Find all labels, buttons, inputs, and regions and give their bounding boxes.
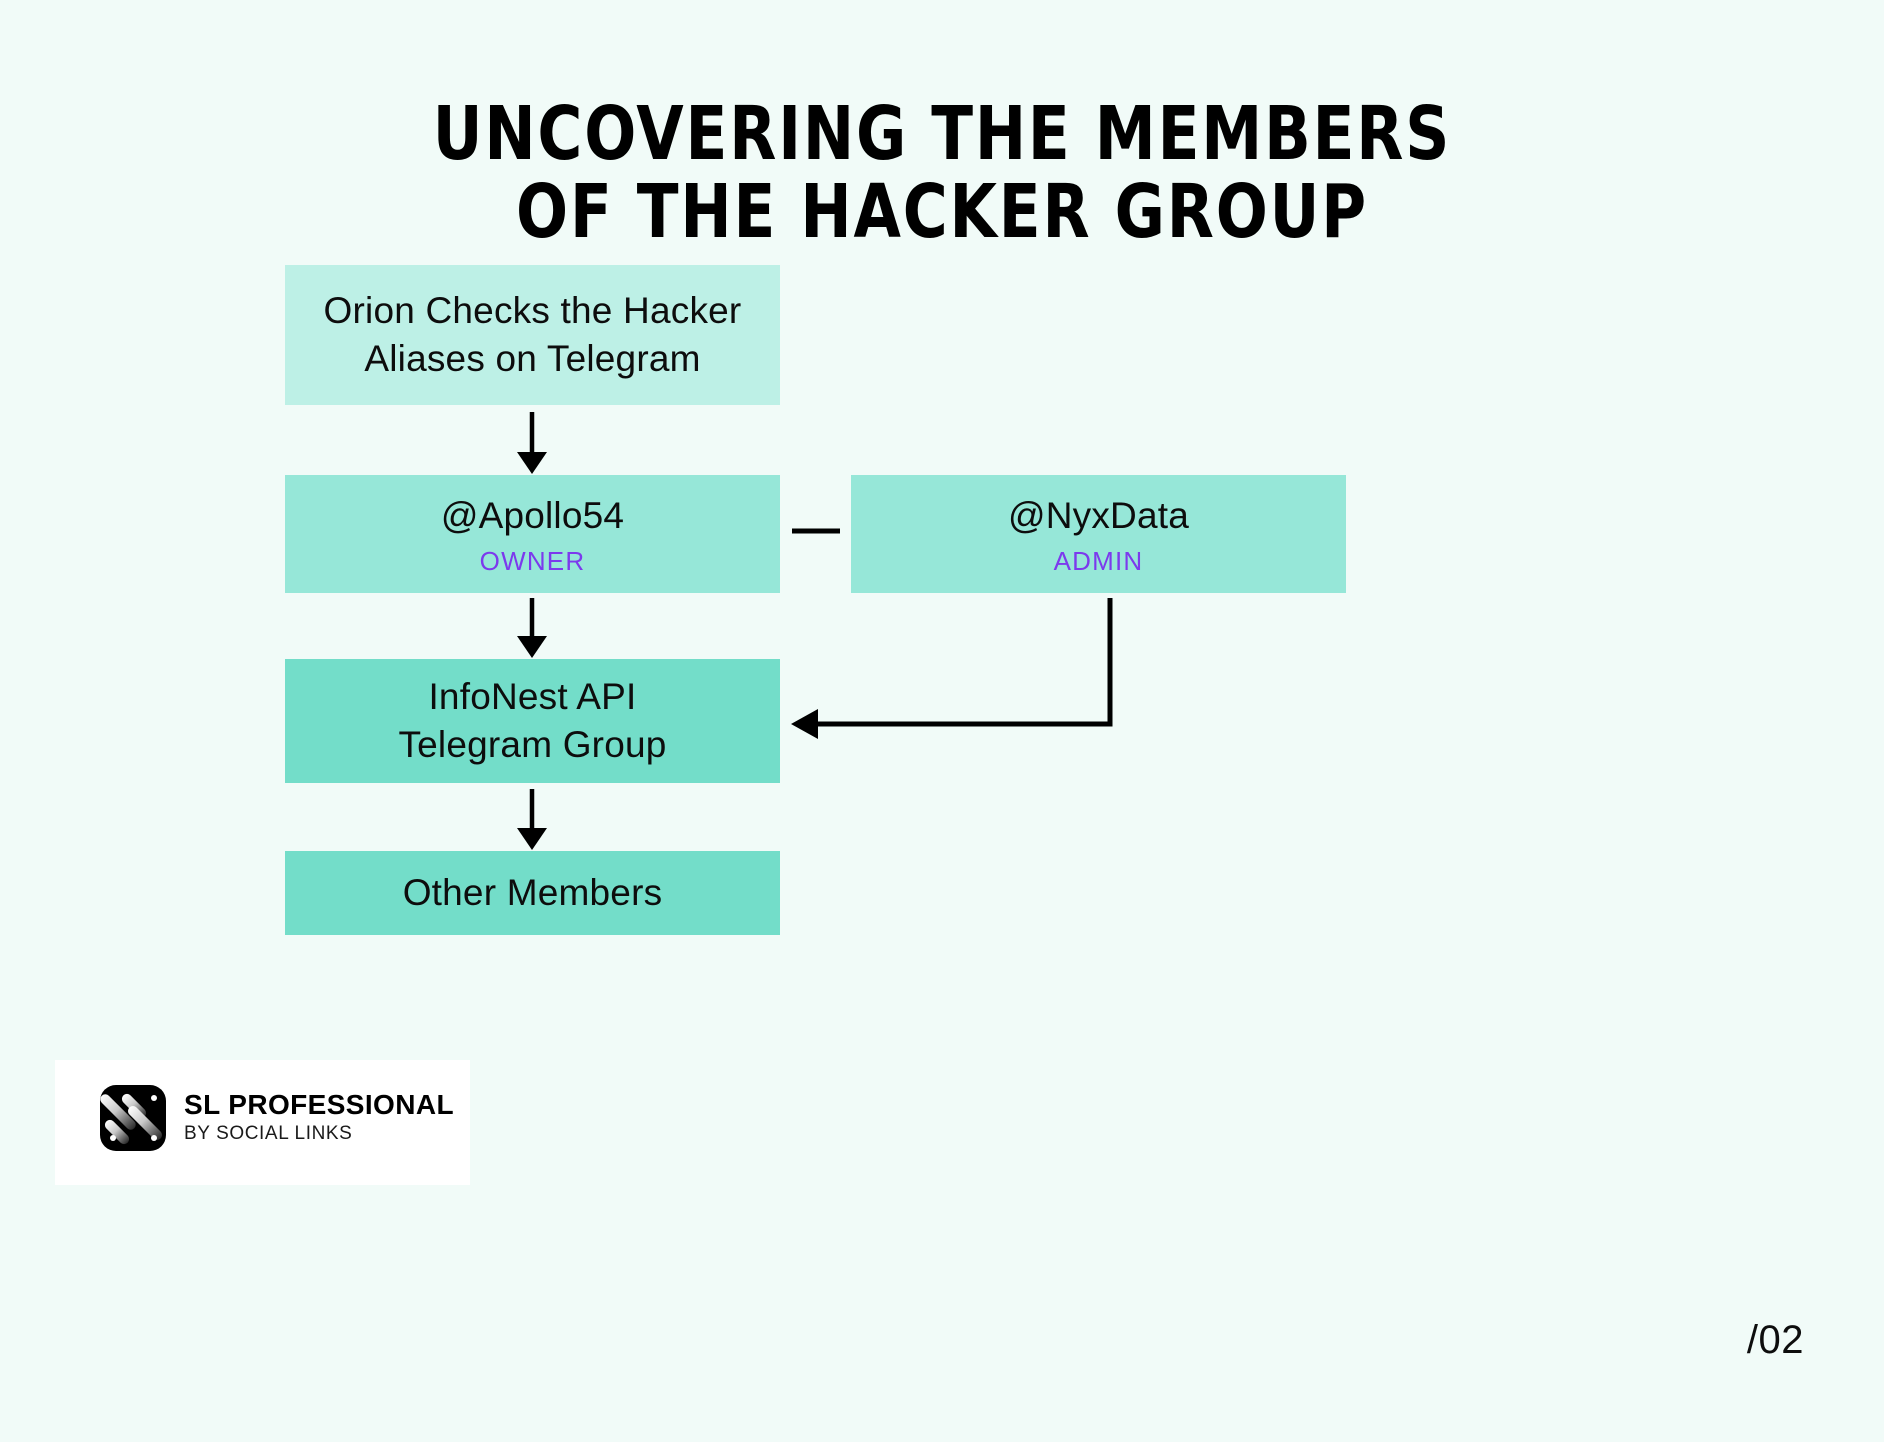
flow-node-infonest[interactable]: InfoNest API Telegram Group: [285, 659, 780, 783]
flow-node-other-members[interactable]: Other Members: [285, 851, 780, 935]
brand-subtitle: BY SOCIAL LINKS: [184, 1123, 353, 1144]
edge-infonest-to-others: [517, 789, 547, 850]
social-links-logo-icon: [100, 1085, 166, 1151]
flow-node-nyxdata[interactable]: @NyxData ADMIN: [851, 475, 1346, 593]
flow-node-apollo-label: @Apollo54: [440, 495, 625, 536]
flow-node-orion[interactable]: Orion Checks the Hacker Aliases on Teleg…: [285, 265, 780, 405]
flow-node-apollo-role-badge: OWNER: [479, 546, 586, 576]
edge-apollo-to-infonest: [517, 598, 547, 658]
page-number: /02: [1746, 1318, 1804, 1362]
brand-text: SL PROFESSIONAL BY SOCIAL LINKS: [184, 1089, 454, 1147]
edge-nyx-to-infonest: [791, 598, 1113, 739]
flow-node-nyxdata-label: @NyxData: [1007, 495, 1190, 536]
page-title-line-1: UNCOVERING THE MEMBERS: [432, 91, 1452, 177]
brand-name: SL PROFESSIONAL: [184, 1089, 454, 1120]
flow-node-orion-label: Orion Checks the Hacker Aliases on Teleg…: [323, 290, 742, 379]
edge-orion-to-apollo: [517, 412, 547, 474]
flow-node-nyxdata-role-badge: ADMIN: [1053, 546, 1144, 576]
page-title: UNCOVERING THE MEMBERS OF THE HACKER GRO…: [75, 95, 1808, 251]
brand-lockup: SL PROFESSIONAL BY SOCIAL LINKS: [100, 1085, 454, 1151]
flow-node-infonest-label: InfoNest API Telegram Group: [398, 676, 667, 765]
page-title-line-2: OF THE HACKER GROUP: [516, 169, 1368, 255]
flow-node-other-members-label: Other Members: [402, 872, 663, 913]
flow-node-apollo[interactable]: @Apollo54 OWNER: [285, 475, 780, 593]
